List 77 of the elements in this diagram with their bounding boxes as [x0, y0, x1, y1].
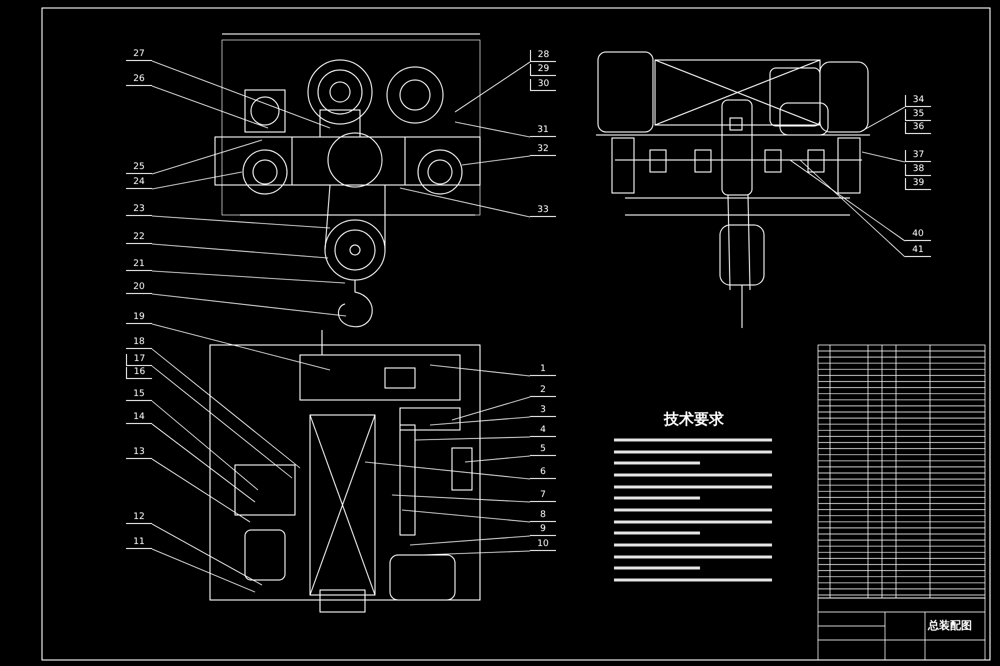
leader-line [152, 348, 300, 468]
leader-line [400, 188, 530, 218]
callout-number: 27 [126, 49, 152, 61]
callout-number: 34 [905, 95, 931, 107]
callout-number: 17 [126, 354, 152, 366]
leader-line [152, 524, 262, 586]
leader-line [402, 510, 530, 522]
leader-line [410, 536, 530, 546]
leader-line [790, 160, 906, 242]
leader-line [152, 86, 268, 128]
callout-number: 29 [530, 64, 556, 76]
leader-line [152, 270, 346, 284]
callout-number: 5 [530, 444, 556, 456]
leader-line [152, 366, 292, 478]
callout-number: 15 [126, 389, 152, 401]
leader-line [392, 494, 530, 502]
callout-number: 8 [530, 510, 556, 522]
callout-number: 9 [530, 524, 556, 536]
leader-line [862, 152, 906, 162]
callout-number: 33 [530, 205, 556, 217]
leader-line [152, 60, 330, 128]
callout-number: 10 [530, 539, 556, 551]
leader-line [454, 122, 530, 138]
callout-number: 28 [530, 50, 556, 62]
callout-number: 41 [905, 245, 931, 257]
callout-number: 26 [126, 74, 152, 86]
leader-line [152, 424, 256, 502]
callout-number: 39 [905, 178, 931, 190]
leader-line [420, 550, 530, 556]
leader-line [152, 244, 328, 258]
callout-number: 1 [530, 364, 556, 376]
leader-line [430, 416, 530, 426]
leader-line [364, 462, 530, 480]
leader-line [800, 160, 906, 258]
leader-line [152, 548, 256, 592]
leader-line [464, 456, 530, 462]
leader-line [152, 172, 242, 190]
leader-line [152, 140, 262, 174]
leader-line [452, 396, 530, 420]
callout-number: 16 [126, 367, 152, 379]
callout-number: 32 [530, 144, 556, 156]
callout-number: 14 [126, 412, 152, 424]
callout-number: 30 [530, 79, 556, 91]
leader-line [414, 436, 530, 440]
callout-number: 38 [905, 164, 931, 176]
callout-number: 37 [905, 150, 931, 162]
callout-number: 21 [126, 259, 152, 271]
callout-number: 19 [126, 312, 152, 324]
callout-number: 2 [530, 385, 556, 397]
notes-heading: 技术要求 [664, 409, 724, 430]
callout-number: 7 [530, 490, 556, 502]
callout-number: 40 [905, 229, 931, 241]
leader-line [152, 216, 330, 228]
callout-number: 11 [126, 537, 152, 549]
callout-number: 23 [126, 204, 152, 216]
callout-number: 22 [126, 232, 152, 244]
leader-line [462, 156, 530, 166]
callout-number: 18 [126, 337, 152, 349]
callout-number: 35 [905, 109, 931, 121]
callout-number: 31 [530, 125, 556, 137]
callout-number: 24 [126, 177, 152, 189]
callout-number: 20 [126, 282, 152, 294]
callout-number: 3 [530, 405, 556, 417]
leader-line [152, 400, 258, 490]
leader-line [454, 62, 530, 112]
leader-line [152, 458, 250, 522]
callout-number: 12 [126, 512, 152, 524]
leader-line [152, 294, 346, 316]
leader-line [152, 324, 330, 370]
callout-number: 36 [905, 122, 931, 134]
leader-line [430, 364, 530, 376]
callout-number: 6 [530, 467, 556, 479]
leader-line [860, 106, 906, 132]
callout-number: 4 [530, 425, 556, 437]
drawing-title: 总装配图 [928, 618, 972, 634]
callout-number: 13 [126, 447, 152, 459]
callout-number: 25 [126, 162, 152, 174]
